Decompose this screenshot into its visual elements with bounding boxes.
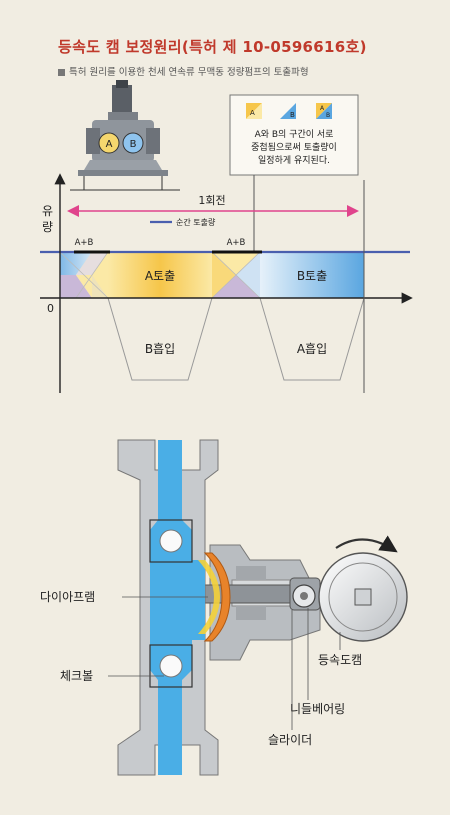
origin-label: 0 xyxy=(47,302,54,315)
fluid-channel xyxy=(150,440,205,775)
b-suction-curve xyxy=(107,297,213,381)
b-suction-label: B흡입 xyxy=(145,342,175,356)
y-label-1: 유 xyxy=(42,204,53,218)
note-line-2: 중첩됨으로써 토출량이 xyxy=(251,141,337,153)
cam-label: 등속도캠 xyxy=(318,653,362,667)
diaphragm-shape xyxy=(203,552,231,642)
page-subtitle: 특허 원리를 이용한 천세 연속류 무맥동 정량펌프의 토출파형 xyxy=(58,64,309,78)
upper-check-ball xyxy=(159,529,183,553)
bullet-square xyxy=(58,69,65,76)
page-title: 등속도 캠 보정원리(특허 제 10-0596616호) xyxy=(58,38,367,56)
a-suction-curve xyxy=(259,297,365,381)
lower-check-ball xyxy=(159,654,183,678)
needle-bearing-label: 니들베어링 xyxy=(290,702,345,716)
note-icon-ab-b: B xyxy=(326,112,330,119)
note-icon-a: A xyxy=(250,109,255,117)
note-line-1: A와 B의 구간이 서로 xyxy=(255,128,334,140)
note-box: A B A B A와 B의 구간이 서로 중첩됨으로써 토출량이 일정하게 유지… xyxy=(229,94,359,255)
b-discharge-label: B토출 xyxy=(297,269,327,283)
y-label-2: 량 xyxy=(42,220,53,234)
diaphragm-label: 다이아프램 xyxy=(40,590,95,604)
overlap-label-1: A+B xyxy=(75,238,94,248)
note-icon-b: B xyxy=(290,111,295,119)
pump-label-b: B xyxy=(130,139,137,150)
overlap-label-2: A+B xyxy=(227,238,246,248)
rotation-label: 1회전 xyxy=(198,194,225,207)
slider-label: 슬라이더 xyxy=(268,733,312,747)
b-discharge-area xyxy=(260,252,364,298)
pump-cross-section: 다이아프램 체크볼 등속도캠 니들베어링 슬라이더 xyxy=(40,439,408,776)
note-icon-ab-a: A xyxy=(320,105,325,112)
a-discharge-area xyxy=(108,252,212,298)
note-line-3: 일정하게 유지된다. xyxy=(258,154,330,166)
discharge-waveform-graph: 1회전 순간 토출량 유 량 0 A+B A+B A토출 B토출 B흡입 A흡입 xyxy=(40,173,413,393)
a-discharge-label: A토출 xyxy=(145,269,175,283)
subtitle-text: 특허 원리를 이용한 천세 연속류 무맥동 정량펌프의 토출파형 xyxy=(69,67,309,78)
a-suction-label: A흡입 xyxy=(297,342,327,356)
pump-label-a: A xyxy=(106,139,113,150)
cam-rotation-arrow xyxy=(335,535,398,553)
check-ball-label: 체크볼 xyxy=(60,669,93,683)
legend-label: 순간 토출량 xyxy=(176,217,216,227)
pump-illustration: A B xyxy=(70,80,180,191)
